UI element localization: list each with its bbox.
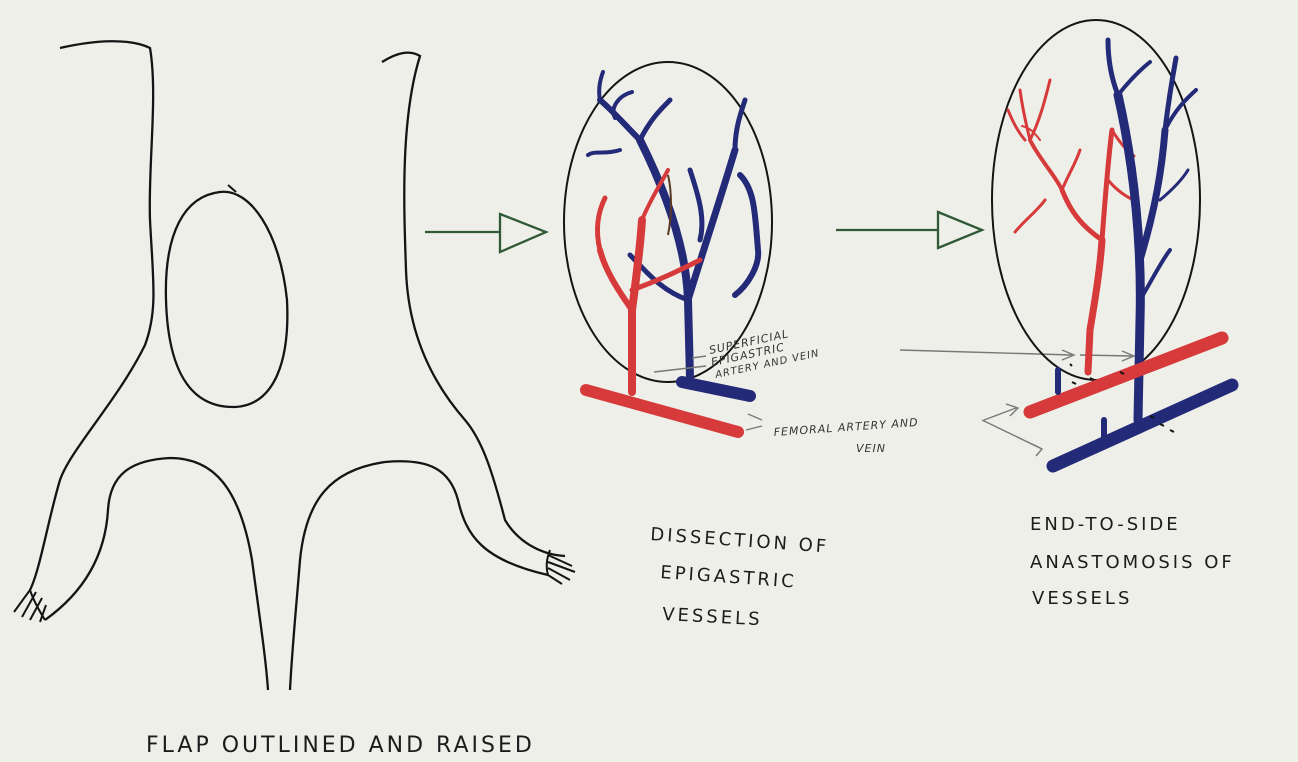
left-claw-icon: [14, 590, 46, 622]
caption-dissection-line2: EPIGASTRIC: [660, 562, 798, 592]
flap-oval: [166, 192, 288, 407]
arrow-to-anastomosis: [836, 212, 982, 248]
panel-dissection: SUPERFICIAL EPIGASTRIC ARTERY AND VEIN F…: [564, 62, 919, 455]
body-outline-right: [382, 53, 565, 556]
label-femoral-line2: VEIN: [856, 442, 886, 455]
caption-anastomosis-line3: VESSELS: [1032, 588, 1132, 609]
caption-dissection-line3: VESSELS: [662, 604, 763, 630]
dissection-veins: [588, 72, 758, 378]
caption-anastomosis-line1: END-TO-SIDE: [1030, 514, 1181, 535]
anastomosis-arteries: [1008, 80, 1138, 372]
femoral-vessels-dissection: [586, 382, 750, 432]
body-outline-left: [30, 41, 154, 590]
caption-anastomosis-line2: ANASTOMOSIS OF: [1030, 552, 1235, 573]
label-femoral-line1: FEMORAL ARTERY AND: [773, 416, 919, 439]
right-leg-outline: [290, 461, 548, 690]
arrow-to-dissection: [425, 214, 546, 252]
anastomosis-flap-ellipse: [992, 20, 1200, 380]
caption-dissection-line1: DISSECTION OF: [650, 524, 830, 557]
panel-flap-outlined: [14, 41, 575, 690]
left-leg-outline: [45, 458, 268, 690]
panel-anastomosis: [992, 20, 1232, 466]
caption-flap: FLAP OUTLINED AND RAISED: [146, 733, 535, 758]
flap-oval-tick: [228, 185, 236, 192]
